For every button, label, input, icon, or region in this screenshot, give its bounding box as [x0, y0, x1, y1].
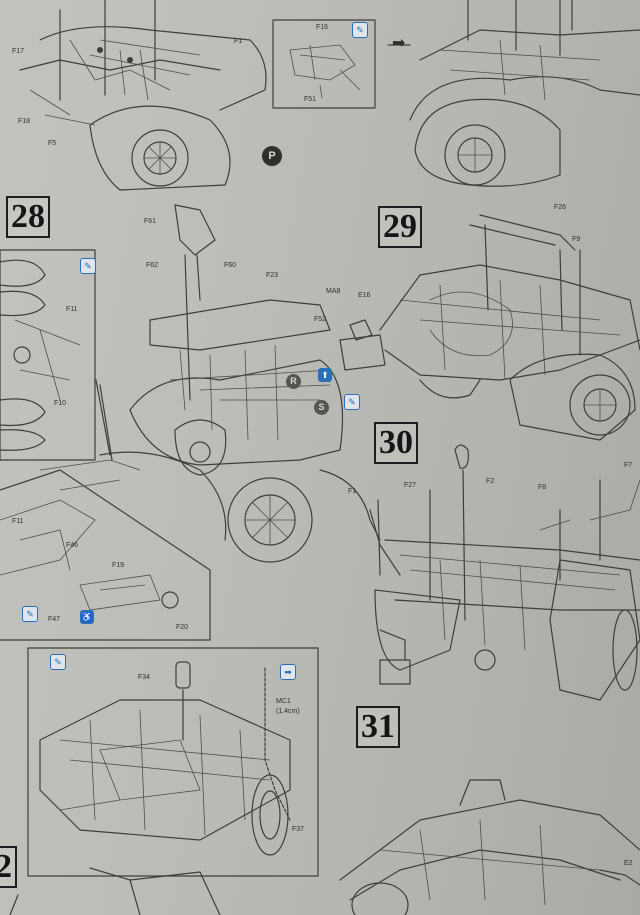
part-label: F52 [314, 316, 327, 323]
part-label: F51 [304, 96, 317, 103]
part-label: F34 [138, 674, 151, 681]
cement-icon: ✎ [352, 22, 368, 38]
part-label: F19 [112, 562, 125, 569]
part-label: F47 [48, 616, 61, 623]
part-label: F61 [144, 218, 157, 225]
next-arrow-icon: ➡ [392, 35, 406, 52]
drawing-step27-right [409, 0, 640, 187]
drawing-step27-left [19, 0, 267, 191]
cement-icon: ✎ [80, 258, 96, 274]
drawing-step30 [369, 444, 640, 701]
drawing-step29 [349, 214, 640, 441]
drawing-step28 [0, 204, 386, 563]
inset-frame-step31 [27, 647, 319, 877]
part-label: MA8 [326, 288, 341, 295]
step-number-32: 2 [0, 846, 17, 888]
cement-icon: ✎ [50, 654, 66, 670]
part-label: F46 [66, 542, 79, 549]
drawing-inset-step31 [39, 661, 291, 856]
part-label: F9 [572, 236, 581, 243]
part-label: F2 [486, 478, 495, 485]
part-label: F1 [234, 38, 243, 45]
decal-icon: ♿ [80, 610, 94, 624]
inset-frame-step28 [0, 469, 211, 641]
part-label: F16 [316, 24, 329, 31]
drawing-step32 [89, 779, 640, 915]
part-label: F18 [18, 118, 31, 125]
cement-icon: ✎ [344, 394, 360, 410]
part-label: (1.4cm) [276, 708, 300, 715]
part-label: F37 [292, 826, 305, 833]
part-label: F26 [554, 204, 567, 211]
part-label: E16 [358, 292, 371, 299]
part-label: F11 [66, 306, 78, 313]
part-label: F17 [12, 48, 25, 55]
step-number-28: 28 [6, 196, 50, 238]
glue-icon: ⬆ [318, 368, 332, 382]
drawing-inset-top [289, 44, 361, 99]
marker-s: S [314, 400, 329, 415]
step-number-31: 31 [356, 706, 400, 748]
step-number-30: 30 [374, 422, 418, 464]
part-label: F23 [266, 272, 279, 279]
drawing-inset-step28 [0, 459, 179, 611]
inset-frame-top [272, 19, 376, 109]
part-label: F20 [176, 624, 189, 631]
marker-r: R [286, 374, 301, 389]
marker-p: P [262, 146, 282, 166]
part-label: F62 [146, 262, 159, 269]
part-label: E2 [624, 860, 633, 867]
part-label: F11 [12, 518, 24, 525]
part-label: F27 [404, 482, 417, 489]
cement-icon: ➡ [280, 664, 296, 680]
part-label: F10 [54, 400, 67, 407]
step-number-29: 29 [378, 206, 422, 248]
cement-icon: ✎ [22, 606, 38, 622]
part-label: F7 [624, 462, 633, 469]
part-label: F8 [538, 484, 547, 491]
part-label: F1 [348, 488, 357, 495]
part-label: F5 [48, 140, 57, 147]
part-label: MC1 [276, 698, 291, 705]
part-label: F60 [224, 262, 237, 269]
